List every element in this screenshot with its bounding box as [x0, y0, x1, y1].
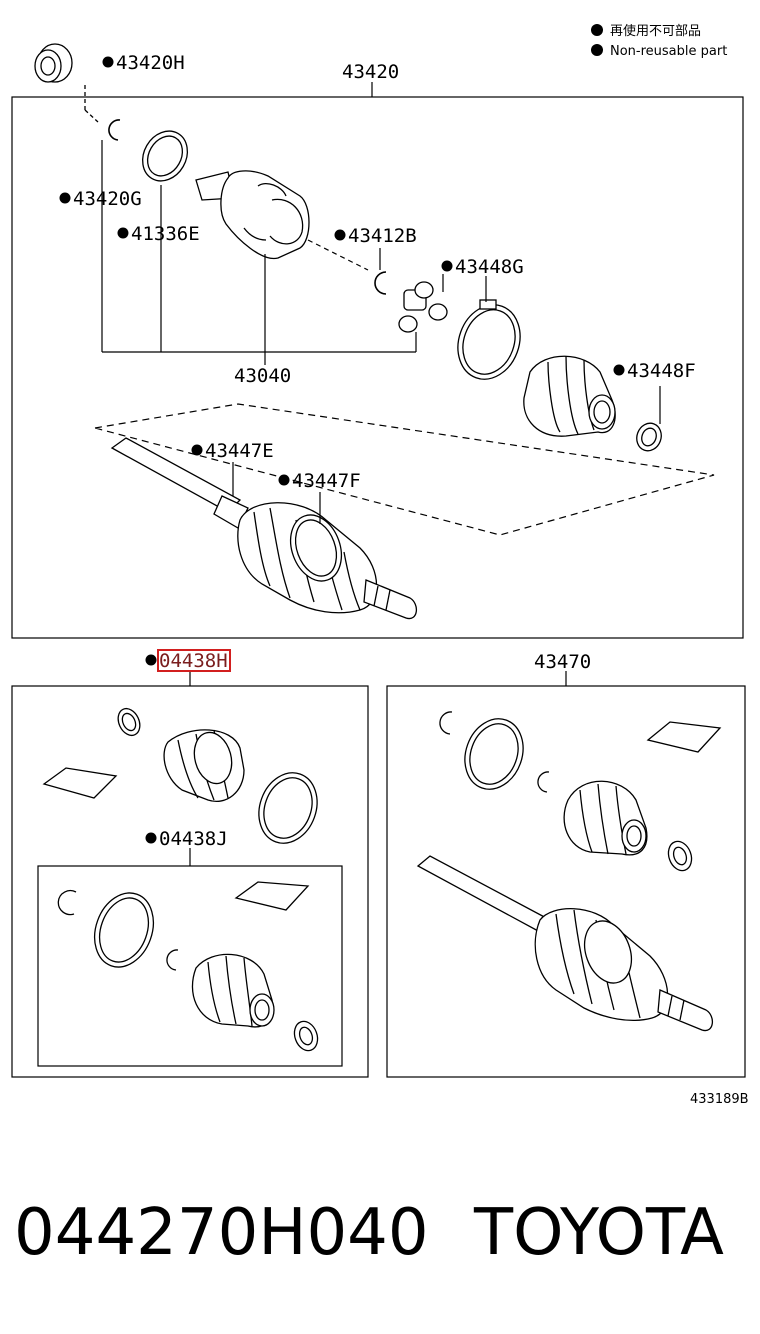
- shaft-group-outline: [94, 403, 715, 536]
- snap-ring-43412b: [374, 271, 387, 295]
- non-reusable-bullet-icon: [278, 474, 290, 486]
- kit-04438h-parts: [42, 707, 318, 844]
- snap-ring-43420g: [108, 119, 121, 141]
- part-number: 044270H040: [14, 1196, 429, 1270]
- label-43470[interactable]: 43470: [534, 651, 591, 673]
- legend-bullet-icon: [591, 44, 603, 56]
- assembly-43470-panel: [386, 671, 746, 1078]
- part-labels: 43420H 43420 43420G 41336E 43412B 43448G…: [59, 52, 749, 1107]
- legend: 再使用不可部品 Non-reusable part: [591, 23, 727, 59]
- boot-clamp-43448g: [457, 299, 521, 380]
- label-04438h[interactable]: 04438H: [159, 650, 228, 672]
- brand-name: TOYOTA: [474, 1196, 724, 1270]
- legend-english: Non-reusable part: [610, 44, 727, 59]
- boot-clamp-43448f: [636, 422, 662, 452]
- label-43412b[interactable]: 43412B: [348, 225, 417, 247]
- footer: 044270H040 TOYOTA: [0, 1188, 760, 1278]
- parts-diagram: 再使用不可部品 Non-reusable part: [11, 23, 749, 1107]
- seal-43420h: [34, 43, 99, 123]
- kit-04438h-panel: [11, 671, 369, 1078]
- panel-border: [11, 96, 744, 639]
- non-reusable-bullet-icon: [191, 444, 203, 456]
- label-41336e[interactable]: 41336E: [131, 223, 200, 245]
- tripod: [398, 281, 448, 333]
- illustration-code: 433189B: [690, 1092, 749, 1107]
- non-reusable-bullet-icon: [441, 260, 453, 272]
- inboard-joint-43040: [195, 170, 310, 260]
- label-43420h[interactable]: 43420H: [116, 52, 185, 74]
- ring-41336e: [141, 130, 189, 182]
- drive-shaft: [110, 437, 417, 620]
- non-reusable-bullet-icon: [613, 364, 625, 376]
- label-43448f[interactable]: 43448F: [627, 360, 696, 382]
- label-04438j[interactable]: 04438J: [159, 828, 228, 850]
- leader-lines: [232, 462, 321, 524]
- non-reusable-bullet-icon: [145, 832, 157, 844]
- non-reusable-bullet-icon: [102, 56, 114, 68]
- non-reusable-bullet-icon: [334, 229, 346, 241]
- label-43040[interactable]: 43040: [234, 365, 291, 387]
- non-reusable-bullet-icon: [117, 227, 129, 239]
- highlight-box: [157, 649, 231, 672]
- legend-japanese: 再使用不可部品: [610, 23, 701, 39]
- label-43448g[interactable]: 43448G: [455, 256, 524, 278]
- label-43420g[interactable]: 43420G: [73, 188, 142, 210]
- non-reusable-bullet-icon: [59, 192, 71, 204]
- kit-04438j-parts: [57, 881, 319, 1052]
- assembly-43420-panel: [11, 82, 744, 639]
- label-43447f[interactable]: 43447F: [292, 470, 361, 492]
- label-43420[interactable]: 43420: [342, 61, 399, 83]
- label-43447e[interactable]: 43447E: [205, 440, 274, 462]
- leader-lines: [101, 140, 661, 424]
- non-reusable-bullet-icon: [145, 654, 157, 666]
- assembly-43470-parts: [416, 711, 722, 1032]
- legend-bullet-icon: [591, 24, 603, 36]
- inboard-boot: [523, 355, 616, 437]
